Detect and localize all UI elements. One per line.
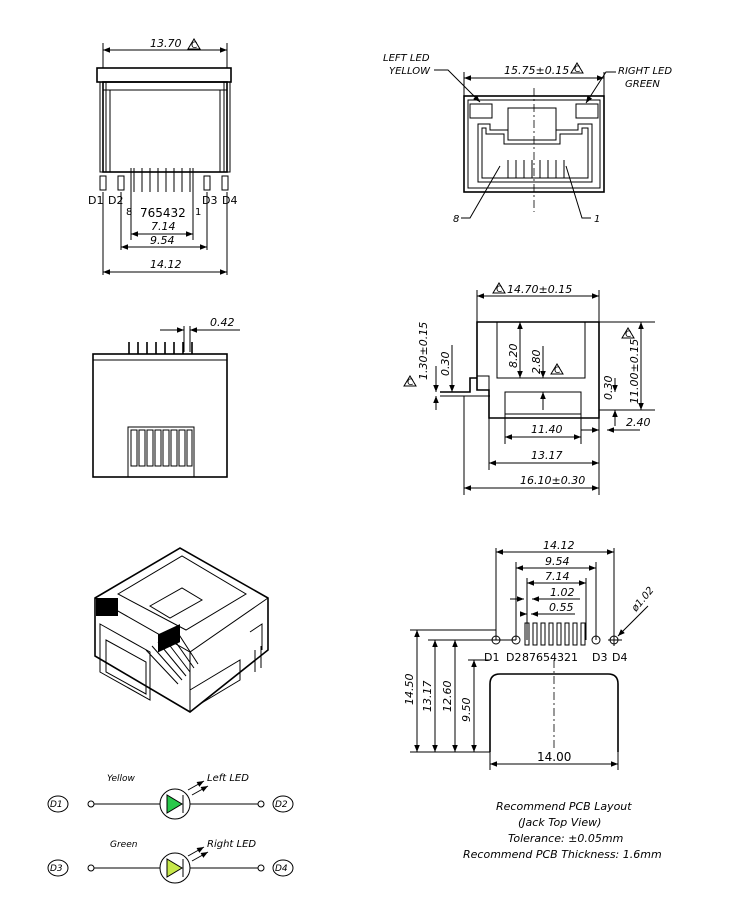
- dim-outer-span: 14.12: [150, 258, 182, 271]
- pcb-caption-4: Recommend PCB Thickness: 1.6mm: [463, 848, 662, 861]
- pcb-dim-h4: 9.50: [460, 698, 473, 723]
- delta-icon: [187, 38, 201, 50]
- right-led-schematic-label: Right LED: [207, 839, 256, 850]
- svg-text:C: C: [496, 285, 502, 295]
- pin-label-d1: D1: [88, 194, 103, 207]
- left-led-label: LEFT LED: [383, 53, 430, 64]
- svg-text:C: C: [407, 378, 413, 388]
- pin-label-d3: D3: [202, 194, 217, 207]
- dim-front-width: 15.75±0.15: [504, 64, 569, 77]
- dim-pin-height: 1.30±0.15: [417, 322, 430, 380]
- front-contacts: [507, 160, 565, 178]
- dim-width-top: 13.70: [150, 37, 182, 50]
- right-led-label: RIGHT LED: [618, 66, 672, 77]
- terminal-d2: D2: [275, 800, 288, 810]
- pcb-dim-h1: 14.50: [403, 674, 416, 706]
- left-led-schematic-label: Left LED: [207, 773, 249, 784]
- dim-total-len: 16.10±0.30: [520, 474, 585, 487]
- front-pin-1: 1: [594, 214, 600, 225]
- dim-depth1: 8.20: [507, 344, 520, 369]
- pcb-pin-d2: D2: [506, 651, 521, 664]
- svg-text:C: C: [625, 330, 631, 340]
- dim-pin-span: 7.14: [151, 220, 176, 233]
- pcb-dim-h2: 13.17: [421, 681, 434, 713]
- dim-top-length: 14.70±0.15: [507, 283, 572, 296]
- pcb-dim-bottom: 14.00: [537, 750, 571, 764]
- pin-label-d2: D2: [108, 194, 123, 207]
- dim-shield-len: 11.40: [531, 423, 563, 436]
- isometric-view: [94, 547, 269, 713]
- terminal-d1: D1: [50, 800, 63, 810]
- rear-slots: [130, 429, 193, 467]
- dim-pin-thick: 0.30: [439, 352, 452, 377]
- delta-icon: [550, 363, 564, 375]
- pcb-pads: [491, 622, 619, 646]
- led-schematic: Yellow Left LED D1 D2 Green Right LED D3…: [47, 773, 294, 884]
- pcb-pin-d3: D3: [592, 651, 607, 664]
- yellow-label: Yellow: [107, 774, 136, 784]
- pin-label-d4: D4: [222, 194, 237, 207]
- pcb-pin-numbers: 87654321: [522, 651, 578, 664]
- pin-label-8: 8: [126, 207, 132, 218]
- top-view: 13.70 C D1 D2 D3 D4 8 765432 1 7.14 9.54…: [88, 37, 237, 275]
- left-led-diode-icon: [166, 794, 183, 814]
- pin-label-1: 1: [195, 207, 201, 218]
- delta-icon: [570, 62, 584, 74]
- pcb-pin-d4: D4: [612, 651, 627, 664]
- right-led-window: [158, 624, 180, 653]
- pcb-dim-w2: 9.54: [545, 555, 570, 568]
- svg-text:C: C: [191, 41, 197, 51]
- pcb-caption-3: Tolerance: ±0.05mm: [508, 832, 623, 845]
- pcb-caption-2: (Jack Top View): [518, 816, 601, 829]
- pcb-pin-d1: D1: [484, 651, 499, 664]
- svg-text:C: C: [554, 366, 560, 376]
- terminal-d3: D3: [50, 864, 63, 874]
- pcb-caption-1: Recommend PCB Layout: [496, 800, 632, 813]
- dim-offset: 2.40: [626, 416, 651, 429]
- left-led-color: YELLOW: [389, 66, 431, 77]
- dim-pin-width: 0.42: [210, 316, 235, 329]
- pcb-layout: 14.12 9.54 7.14 1.02 0.55 ø1.02 D1 D2 87…: [403, 539, 662, 861]
- pcb-dim-w1: 14.12: [543, 539, 575, 552]
- dim-depth2: 2.80: [530, 350, 543, 375]
- pcb-dim-hole: ø1.02: [629, 585, 656, 615]
- green-label: Green: [110, 840, 138, 850]
- side-view: C 14.70±0.15 1.30±0.15 C 0.30 8.20 2.80 …: [403, 282, 655, 495]
- dim-right-thick: 0.30: [602, 376, 615, 401]
- terminal-d4: D4: [275, 864, 288, 874]
- right-led-diode-icon: [166, 858, 183, 878]
- delta-icon: [621, 327, 635, 339]
- pcb-dim-w4: 1.02: [550, 586, 575, 599]
- pcb-dim-w5: 0.55: [549, 601, 574, 614]
- pcb-dim-h3: 12.60: [441, 681, 454, 713]
- delta-icon: [403, 375, 417, 387]
- front-pin-8: 8: [453, 214, 459, 225]
- rear-view: 0.42: [92, 316, 240, 478]
- right-led-color: GREEN: [625, 79, 660, 90]
- delta-icon: [492, 282, 506, 294]
- left-led-window: [96, 598, 118, 616]
- iso-contacts: [145, 629, 199, 685]
- front-view: 15.75±0.15 C LEFT LED YELLOW RIGHT LED G…: [383, 53, 672, 225]
- pin-numbers: 765432: [140, 206, 186, 220]
- svg-text:C: C: [574, 65, 580, 75]
- dim-body-len: 13.17: [531, 449, 563, 462]
- dim-inner-span: 9.54: [150, 234, 175, 247]
- rear-pins: [128, 342, 193, 354]
- dim-total-height: 11.00±0.15: [628, 339, 641, 404]
- pcb-dim-w3: 7.14: [545, 570, 570, 583]
